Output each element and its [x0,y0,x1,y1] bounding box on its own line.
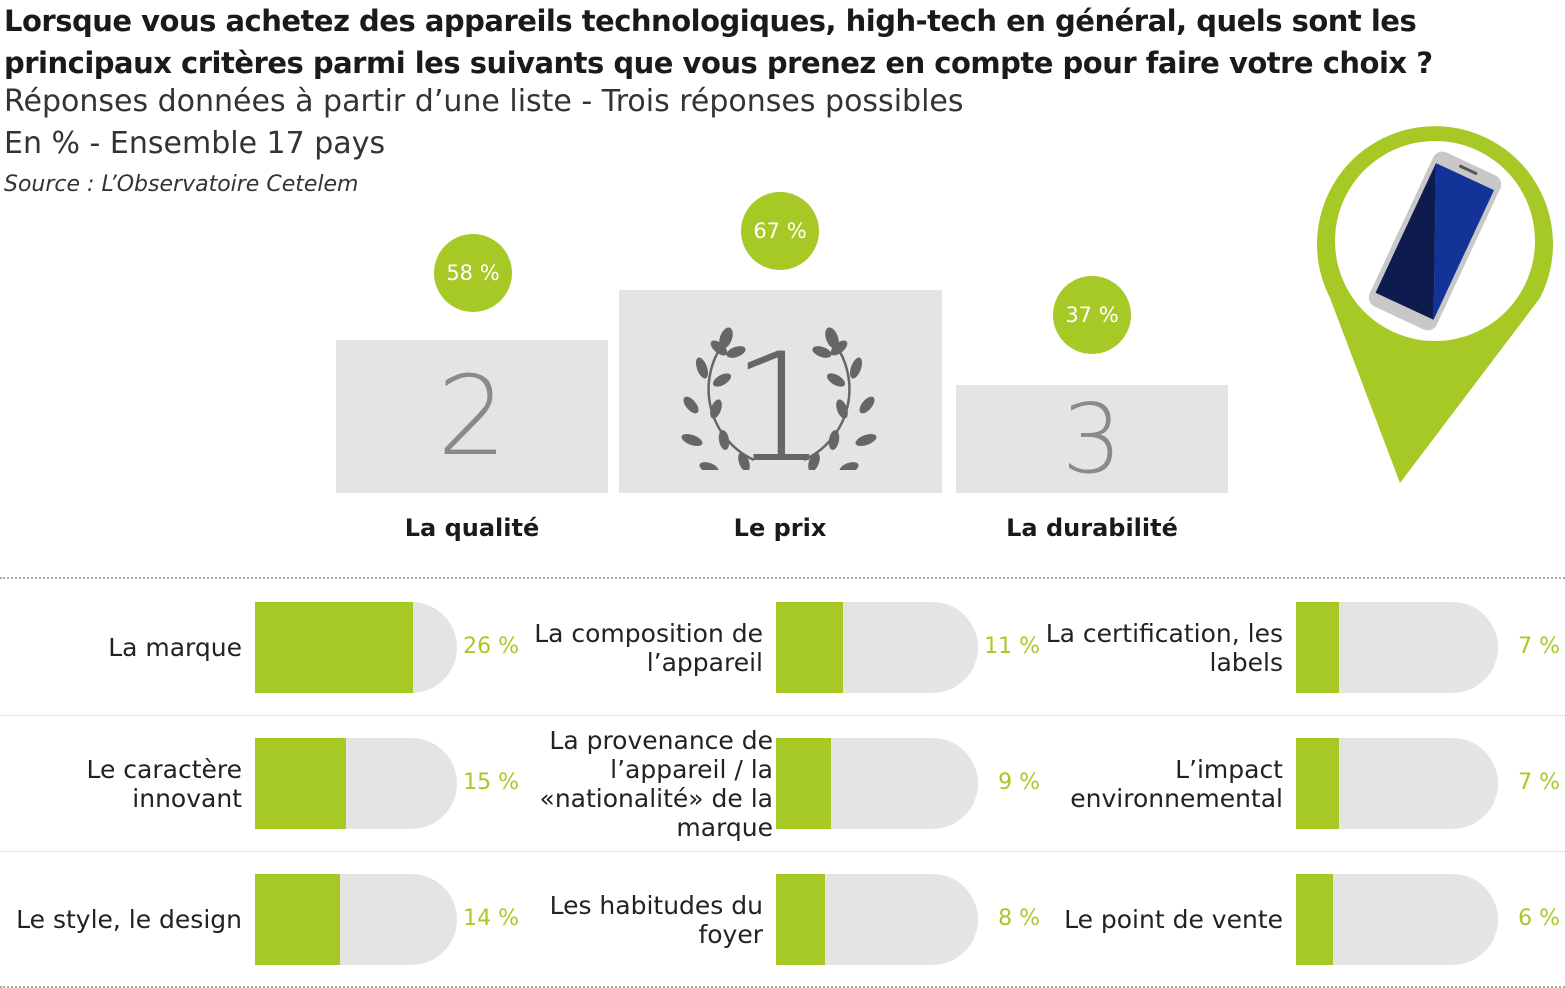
bar-track [255,738,457,829]
podium-rank: 2 [437,352,507,480]
bar-value: 26 % [463,634,519,659]
bar-label-text: La marque [108,633,242,662]
bar-label: La marque [2,602,242,693]
bar-value: 9 % [998,770,1040,795]
value-bubble: 67 % [741,192,819,270]
bar-label: La provenance de l’appareil / la «nation… [523,726,773,842]
bar-label-text: La certification, les labels [1045,618,1283,677]
bar-label-text: Les habitudes du foyer [549,890,763,949]
bar-track [776,874,978,965]
divider [0,715,1565,716]
bar-track [1296,874,1498,965]
laurel-wreath-icon: 1 [681,322,879,470]
bar [1296,602,1339,693]
bar [776,602,843,693]
bar-label-text: La provenance de l’appareil / la «nation… [539,725,773,842]
podium-step-2: 2 [336,340,608,493]
podium-rank: 3 [1061,385,1123,495]
bar-label: Le caractère innovant [2,738,242,829]
bar-label: La composition de l’appareil [523,602,763,693]
divider [0,851,1565,852]
bar-label: La certification, les labels [1043,602,1283,693]
subtitle: Réponses données à partir d’une liste - … [4,84,964,119]
podium-label: Le prix [733,514,827,542]
bar [776,738,831,829]
bar-track [255,874,457,965]
bar-track [1296,602,1498,693]
bar [1296,874,1333,965]
bar-value: 8 % [998,906,1040,931]
podium-label: La durabilité [1006,514,1178,542]
map-pin-phone-icon [1317,126,1553,483]
chart-title: Lorsque vous achetez des appareils techn… [4,4,1433,80]
bar-label: Le point de vente [1043,874,1283,965]
bar-label: Le style, le design [2,874,242,965]
bar-value: 7 % [1518,634,1560,659]
bar-track [776,738,978,829]
podium-label: La qualité [404,514,540,542]
bar [255,874,341,965]
podium-rank: 1 [731,322,826,470]
bar-value: 14 % [463,906,519,931]
bar-label: L’impact environnemental [1043,738,1283,829]
bar-label-text: Le caractère innovant [86,754,242,813]
bar-track [776,602,978,693]
divider [0,577,1565,579]
bar-label-text: Le point de vente [1064,905,1283,934]
bar-label: Les habitudes du foyer [523,874,763,965]
bar-track [255,602,457,693]
subtitle-unit: En % - Ensemble 17 pays [4,126,386,161]
bar-value: 6 % [1518,906,1560,931]
divider [0,986,1565,988]
bar-label-text: L’impact environnemental [1070,754,1283,813]
bar-track [1296,738,1498,829]
bar-value: 11 % [984,634,1040,659]
value-bubble: 37 % [1053,276,1131,354]
value-bubble: 58 % [434,234,512,312]
bar [255,602,414,693]
bar-value: 15 % [463,770,519,795]
bar [776,874,825,965]
bar-label-text: La composition de l’appareil [534,618,763,677]
bar-value: 7 % [1518,770,1560,795]
source: Source : L’Observatoire Cetelem [4,172,359,197]
podium-step-1: 1 [619,290,942,493]
podium-step-3: 3 [956,385,1228,495]
bar-label-text: Le style, le design [16,905,242,934]
bar [255,738,347,829]
bar [1296,738,1339,829]
